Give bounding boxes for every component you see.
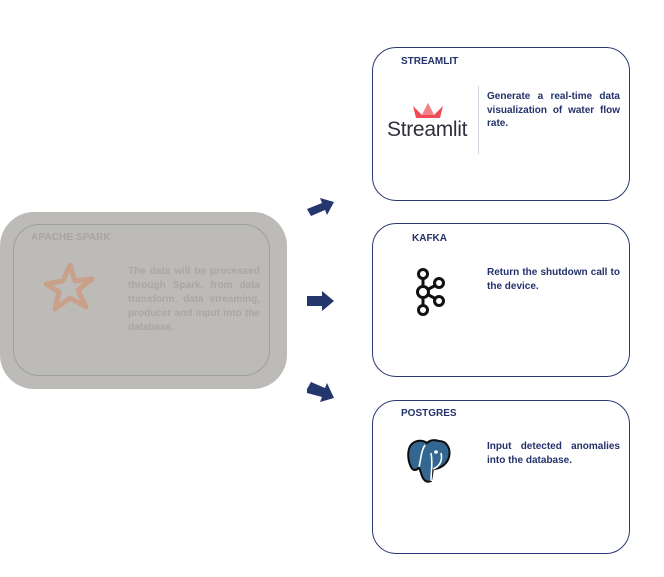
streamlit-divider <box>478 86 479 154</box>
spark-star-icon <box>43 262 95 312</box>
spark-block <box>0 212 287 389</box>
streamlit-crown-icon <box>413 103 443 118</box>
spark-description: The data will be processed through Spark… <box>128 266 260 333</box>
postgres-elephant-icon <box>407 439 451 483</box>
spark-title: APACHE SPARK <box>31 232 111 243</box>
kafka-description: Return the shutdown call to the device. <box>487 267 620 292</box>
postgres-card <box>372 400 630 554</box>
arrow-icon-to-streamlit <box>307 198 334 216</box>
spark-inner-frame <box>13 224 270 376</box>
streamlit-card <box>372 47 630 201</box>
arrow-icon-to-kafka <box>307 291 334 311</box>
kafka-card <box>372 223 630 377</box>
kafka-title: KAFKA <box>412 233 447 244</box>
streamlit-description: Generate a real-time data visualization … <box>487 91 620 129</box>
arrow-icon-to-postgres <box>307 382 334 402</box>
kafka-icon <box>416 268 445 316</box>
streamlit-logo-text: Streamlit <box>387 118 468 141</box>
streamlit-title: STREAMLIT <box>401 56 459 67</box>
postgres-title: POSTGRES <box>401 408 457 419</box>
postgres-description: Input detected anomalies into the databa… <box>487 441 620 466</box>
